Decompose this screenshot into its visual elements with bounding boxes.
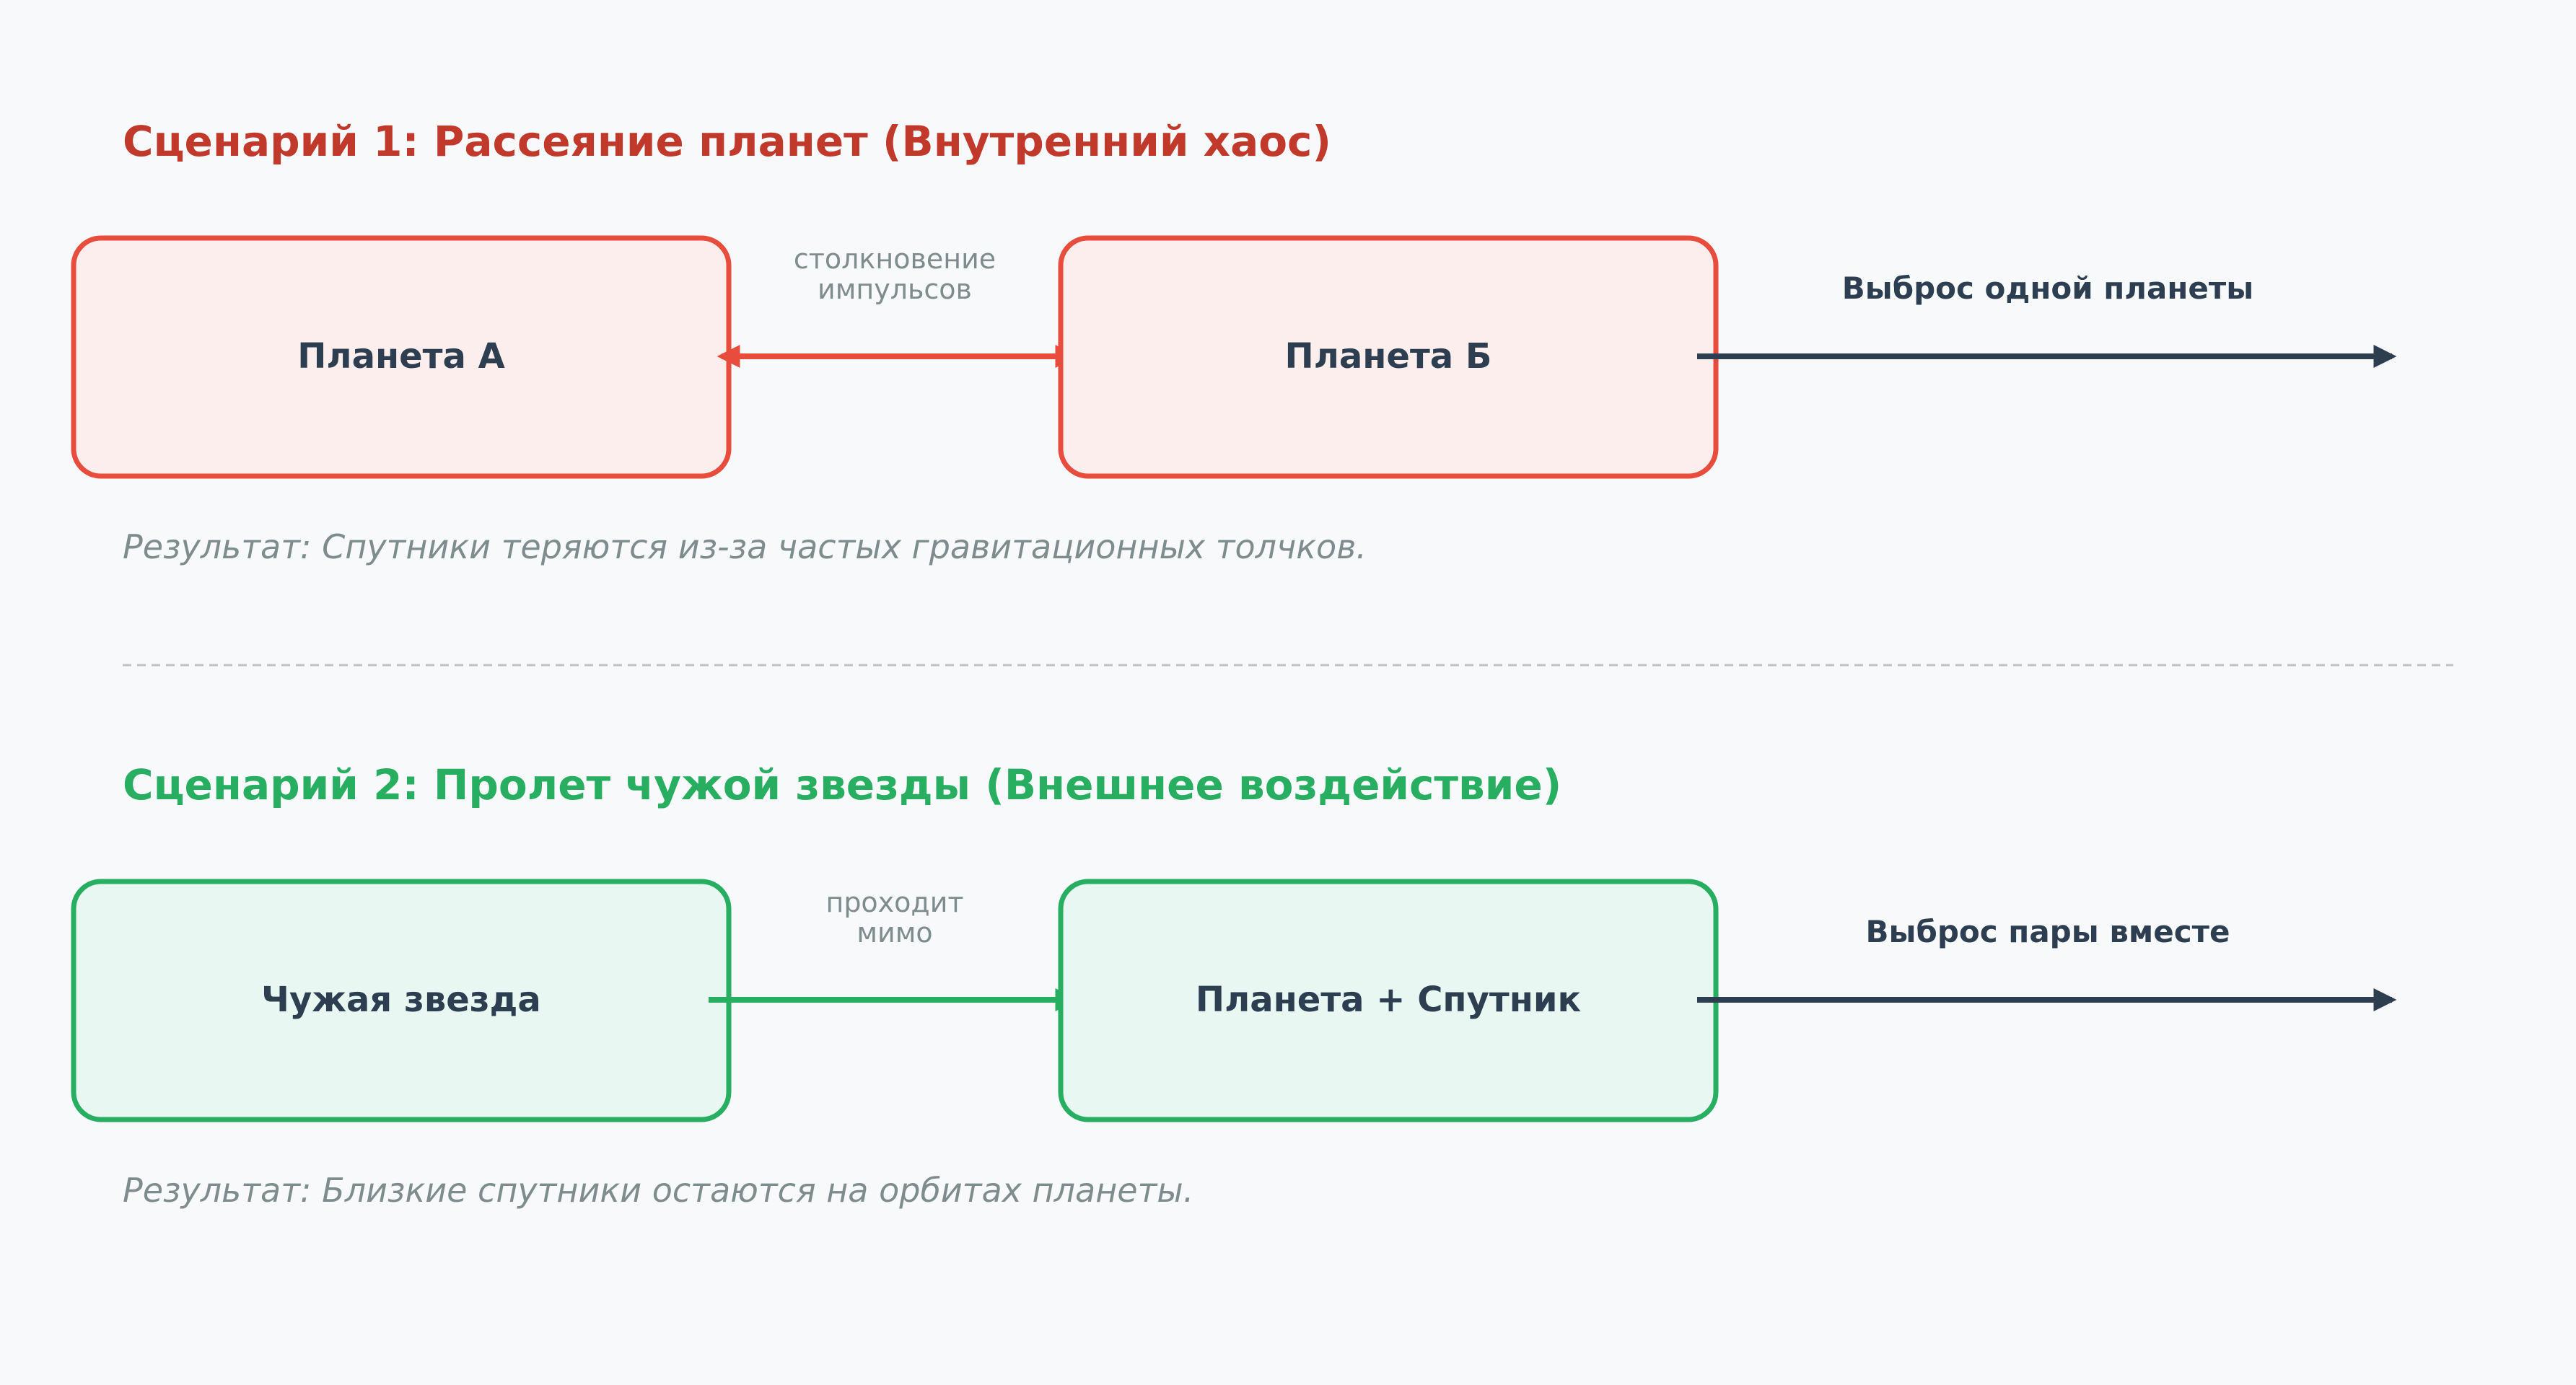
edge-collision-label-line2: импульсов <box>818 273 972 305</box>
node-planet-b-label: Планета Б <box>1285 336 1492 377</box>
node-alien-star-label: Чужая звезда <box>261 980 541 1020</box>
edge-collision-label-line1: столкновение <box>794 243 996 275</box>
scenario-1-result: Результат: Спутники теряются из-за часты… <box>123 527 1367 566</box>
node-planet-moon: Планета + Спутник <box>1058 879 1719 1122</box>
edge-flyby-label-line2: мимо <box>857 917 932 949</box>
scenario-1: Сценарий 1: Рассеяние планет (Внутренний… <box>71 117 2397 566</box>
node-planet-moon-label: Планета + Спутник <box>1196 980 1581 1020</box>
node-alien-star: Чужая звезда <box>71 879 732 1122</box>
ejection-pair-label: Выброс пары вместе <box>1866 914 2230 949</box>
scenario-1-title: Сценарий 1: Рассеяние планет (Внутренний… <box>123 117 1331 166</box>
scenario-2: Сценарий 2: Пролет чужой звезды (Внешнее… <box>71 760 2397 1210</box>
scenario-2-result: Результат: Близкие спутники остаются на … <box>123 1171 1193 1210</box>
scenario-2-title: Сценарий 2: Пролет чужой звезды (Внешнее… <box>123 760 1561 809</box>
node-planet-b: Планета Б <box>1058 235 1719 479</box>
edge-flyby-label-line1: проходит <box>825 887 963 918</box>
node-planet-a: Планета А <box>71 235 732 479</box>
node-planet-a-label: Планета А <box>297 336 505 377</box>
ejection-one-label: Выброс одной планеты <box>1842 271 2253 306</box>
